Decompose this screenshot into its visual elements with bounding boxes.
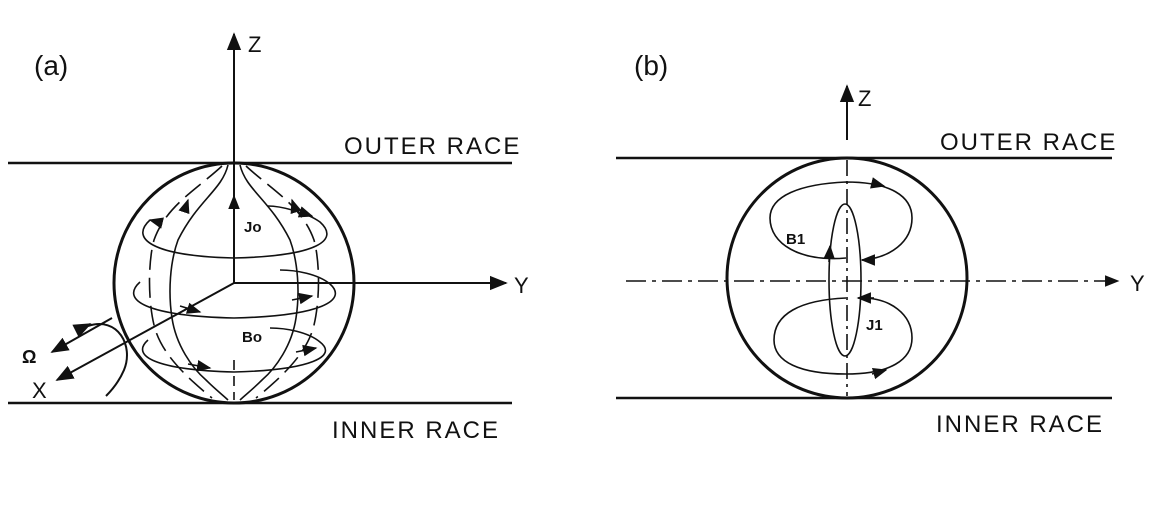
x-axis-a [55, 282, 235, 381]
panel-b-text: Z Y OUTER RACE INNER RACE B1 J1 [786, 86, 1145, 438]
panel-b [616, 84, 1120, 400]
b-label-a: Bo [242, 329, 262, 346]
omega-label-a: Ω [22, 347, 36, 367]
y-label-b: Y [1130, 271, 1145, 296]
panel-b-label: (b) [634, 50, 669, 81]
rotation-arrow-a [87, 323, 128, 397]
outer-race-label-b: OUTER RACE [940, 129, 1117, 156]
panel-a [8, 32, 512, 405]
inner-race-label-a: INNER RACE [332, 417, 500, 444]
inner-race-label-b: INNER RACE [936, 411, 1104, 438]
omega-axis-a [50, 317, 113, 353]
outer-race-label-a: OUTER RACE [344, 133, 521, 160]
j-label-a: Jo [244, 219, 262, 236]
panel-a-label: (a) [34, 50, 69, 81]
z-label-b: Z [858, 86, 871, 111]
j-label-b: J1 [866, 317, 883, 334]
panel-a-text: Z Y X Ω OUTER RACE INNER RACE Jo Bo [22, 32, 529, 444]
z-label-a: Z [248, 32, 261, 57]
ball-b [725, 156, 969, 400]
x-label-a: X [32, 378, 47, 403]
b-label-b: B1 [786, 231, 805, 248]
y-label-a: Y [514, 273, 529, 298]
